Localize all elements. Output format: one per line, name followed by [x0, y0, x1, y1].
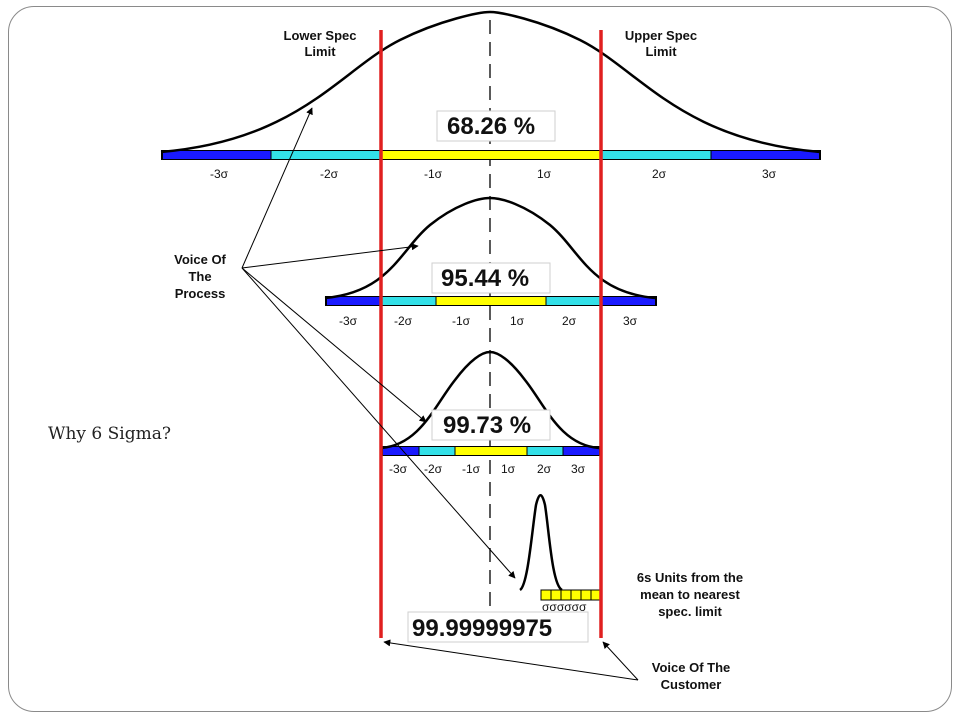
pct-box-three-sigma — [431, 409, 551, 441]
pct-three-sigma: 99.73 % — [443, 412, 531, 439]
tick-label: 3σ — [762, 167, 777, 181]
pct-box-one-sigma — [436, 110, 556, 142]
arrow-vop-curve2 — [241, 243, 419, 269]
tick-label: 2σ — [537, 462, 552, 476]
tick-label: 2σ — [652, 167, 667, 181]
voice-of-customer-label: Voice Of The Customer — [652, 660, 731, 692]
band-three-sigma — [381, 446, 601, 456]
pct-box-two-sigma — [431, 262, 551, 294]
tick-label: -1σ — [452, 314, 471, 328]
vop-line1: Voice Of — [174, 252, 226, 267]
vop-line2: The — [188, 269, 211, 284]
voc-line2: Customer — [661, 677, 722, 692]
tick-label: -3σ — [389, 462, 408, 476]
tick-label: 3σ — [623, 314, 638, 328]
curve-six-sigma — [519, 494, 563, 592]
band-one-sigma — [161, 150, 821, 160]
tick-label: 3σ — [571, 462, 586, 476]
pct-box-six-sigma — [407, 611, 589, 643]
pct-six-sigma: 99.99999975 — [412, 615, 552, 642]
tick-label: 1σ — [501, 462, 516, 476]
arrow-voc-lower — [383, 639, 639, 681]
curve-one-sigma — [160, 10, 821, 154]
ticks-two-sigma: -3σ -2σ -1σ 1σ 2σ 3σ — [339, 314, 638, 328]
annotation-arrows — [241, 107, 639, 681]
voice-of-process-label: Voice Of The Process — [174, 252, 226, 301]
arrow-voc-upper — [602, 641, 639, 681]
tick-label: -2σ — [394, 314, 413, 328]
sigma-row: σσσσσσ — [542, 600, 587, 614]
note-line1: 6s Units from the — [637, 570, 743, 585]
tick-label: 2σ — [562, 314, 577, 328]
voc-line1: Voice Of The — [652, 660, 731, 675]
upper-spec-label: Upper Spec Limit — [625, 28, 697, 59]
arrow-vop-curve1 — [241, 107, 313, 269]
tick-label: -1σ — [424, 167, 443, 181]
upper-spec-line2: Limit — [645, 44, 677, 59]
tick-label: -1σ — [462, 462, 481, 476]
note-line2: mean to nearest — [640, 587, 740, 602]
tick-label: -3σ — [210, 167, 229, 181]
vop-line3: Process — [175, 286, 226, 301]
band-two-sigma — [325, 296, 657, 306]
lower-spec-line2: Limit — [304, 44, 336, 59]
ticks-three-sigma: -3σ -2σ -1σ 1σ 2σ 3σ — [389, 462, 586, 476]
arrow-vop-curve3 — [241, 267, 427, 423]
six-sigma-note: 6s Units from the mean to nearest spec. … — [637, 570, 743, 619]
pct-one-sigma: 68.26 % — [447, 113, 535, 140]
upper-spec-line1: Upper Spec — [625, 28, 697, 43]
lower-spec-label: Lower Spec Limit — [284, 28, 357, 59]
six-sigma-boxes — [540, 589, 602, 601]
tick-label: 1σ — [510, 314, 525, 328]
pct-two-sigma: 95.44 % — [441, 265, 529, 292]
tick-label: 1σ — [537, 167, 552, 181]
note-line3: spec. limit — [658, 604, 722, 619]
ticks-one-sigma: -3σ -2σ -1σ 1σ 2σ 3σ — [210, 167, 777, 181]
tick-label: -2σ — [320, 167, 339, 181]
curve-two-sigma — [324, 196, 656, 300]
arrow-vop-curve6 — [241, 267, 516, 579]
tick-label: -3σ — [339, 314, 358, 328]
lower-spec-line1: Lower Spec — [284, 28, 357, 43]
tick-label: -2σ — [424, 462, 443, 476]
slide-title: Why 6 Sigma? — [48, 424, 171, 444]
